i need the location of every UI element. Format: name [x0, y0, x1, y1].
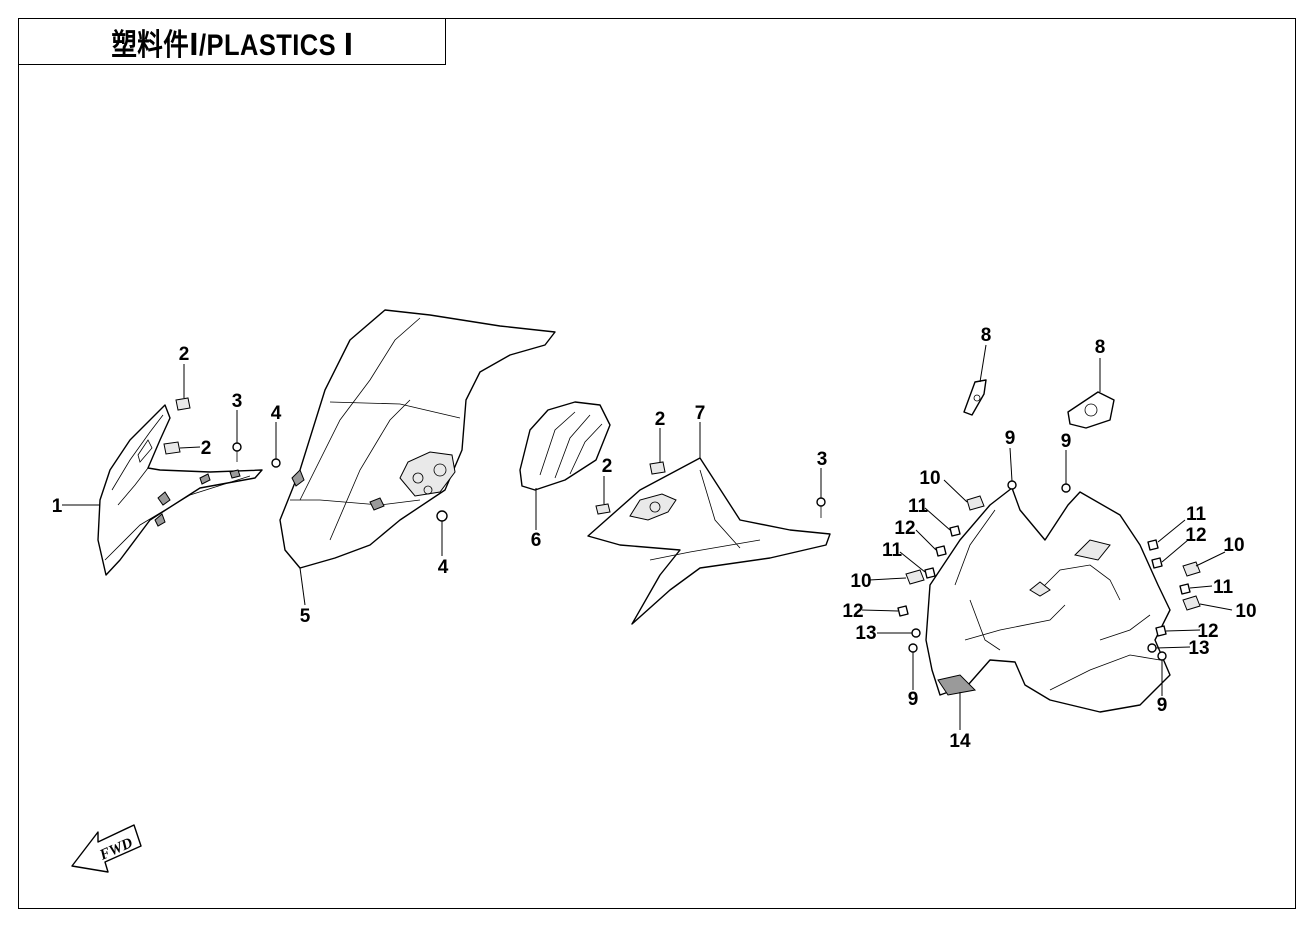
part-4-nut-b	[436, 510, 448, 522]
title-block: 塑料件Ⅰ/PLASTICS Ⅰ	[18, 18, 446, 65]
part-7-under-cowl	[587, 457, 831, 625]
part-2-pad-b	[163, 441, 181, 455]
callout-9: 9	[1005, 428, 1016, 449]
part-12-clip-b	[897, 605, 909, 617]
callout-12: 12	[894, 518, 915, 539]
callout-10: 10	[1235, 601, 1256, 622]
callout-3: 3	[817, 449, 828, 470]
callout-8: 8	[1095, 337, 1106, 358]
callout-11: 11	[882, 540, 903, 561]
part-10-pad-b	[905, 569, 925, 585]
callout-14: 14	[949, 731, 971, 752]
part-9-clip-a	[1007, 480, 1017, 490]
part-8-gasket-a	[963, 379, 987, 416]
part-8-gasket-b	[1067, 391, 1115, 429]
callout-10: 10	[1223, 535, 1244, 556]
fwd-arrow-icon: FWD	[71, 824, 142, 873]
callout-2: 2	[602, 456, 613, 477]
callout-9: 9	[1061, 431, 1072, 452]
part-14-front-fairing	[925, 487, 1171, 713]
callout-3: 3	[232, 391, 243, 412]
callout-5: 5	[300, 606, 311, 627]
part-11-nut-a	[949, 525, 961, 537]
callout-11: 11	[908, 496, 929, 517]
part-11-nut-b	[924, 567, 936, 579]
callout-6: 6	[531, 530, 542, 551]
callout-4: 4	[438, 557, 449, 578]
part-9-clip-b	[1061, 483, 1071, 493]
part-10-pad-a	[966, 495, 985, 511]
part-3-screw-b	[816, 497, 826, 518]
callout-10: 10	[919, 468, 940, 489]
callout-8: 8	[981, 325, 992, 346]
callout-1: 1	[52, 496, 63, 517]
part-5-windscreen	[279, 309, 556, 569]
part-9-clip-d	[1157, 651, 1167, 661]
callout-2: 2	[179, 344, 190, 365]
part-12-clip-c	[1151, 557, 1163, 569]
part-12-clip-a	[935, 545, 947, 557]
callout-12: 12	[1185, 525, 1206, 546]
part-3-screw-a	[232, 442, 242, 462]
part-2-pad-d	[595, 503, 611, 515]
callout-2: 2	[655, 409, 666, 430]
part-9-clip-c	[908, 643, 918, 653]
part-10-pad-d	[1182, 595, 1201, 611]
callout-9: 9	[908, 689, 919, 710]
callout-13: 13	[855, 623, 876, 644]
part-13-grommet-a	[911, 628, 921, 638]
callout-10: 10	[850, 571, 871, 592]
part-12-clip-d	[1155, 625, 1167, 637]
callout-7: 7	[695, 403, 706, 424]
callout-11: 11	[1213, 577, 1234, 598]
part-4-screw-a	[271, 458, 281, 468]
part-1-inner-cover	[97, 404, 263, 576]
part-2-pad-c	[649, 461, 666, 475]
callout-11: 11	[1186, 504, 1207, 525]
part-6-lens-cover	[519, 401, 611, 491]
part-13-grommet-b	[1147, 643, 1157, 653]
callout-4: 4	[271, 403, 282, 424]
leader-lines	[62, 344, 1233, 730]
callout-12: 12	[1197, 621, 1218, 642]
drawing-frame	[18, 18, 1296, 909]
callout-2: 2	[201, 438, 212, 459]
callout-13: 13	[1188, 638, 1209, 659]
callout-labels: 1 2 2 3 4 4 5 6 2 2 7 3 8 8 9 9 9 9 10 1…	[52, 325, 1257, 752]
part-11-nut-d	[1179, 583, 1191, 595]
callout-9: 9	[1157, 695, 1168, 716]
page-title: 塑料件Ⅰ/PLASTICS Ⅰ	[110, 28, 354, 62]
part-2-pad-a	[175, 397, 191, 411]
part-11-nut-c	[1147, 539, 1159, 551]
part-10-pad-c	[1182, 561, 1201, 577]
callout-12: 12	[842, 601, 863, 622]
